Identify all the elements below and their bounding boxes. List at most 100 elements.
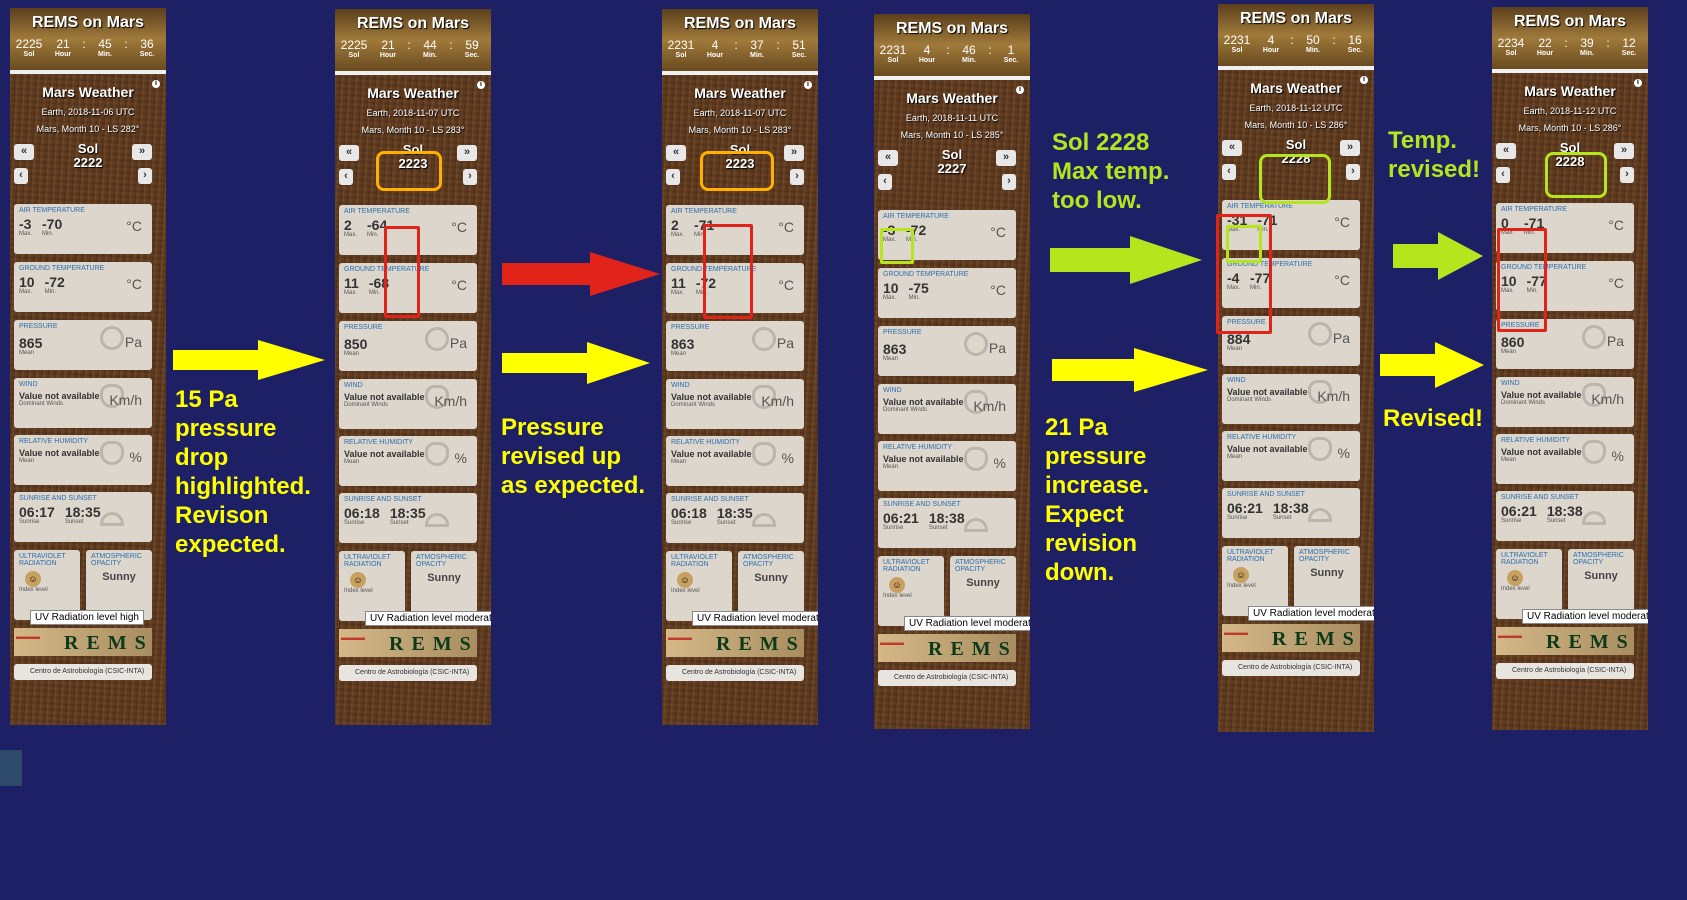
widget-title: REMS on Mars — [31, 14, 144, 31]
sunset-label: Sunset — [716, 520, 736, 526]
centro-astrobiologia-link[interactable]: Centro de Astrobiología (CSIC-INTA) — [14, 664, 152, 680]
panel-sub-label: Mean — [671, 459, 687, 465]
next-small-button[interactable]: › — [463, 169, 477, 185]
sunglasses-icon: ☺ — [350, 572, 366, 588]
prev-sol-button[interactable]: « — [1496, 143, 1516, 159]
prev-sol-button[interactable]: « — [1222, 140, 1242, 156]
panel-label: SUNRISE AND SUNSET — [344, 496, 422, 503]
max-label: Max. — [1227, 285, 1241, 291]
panel-sub-label: Mean — [1501, 457, 1517, 463]
info-icon[interactable]: i — [152, 80, 160, 88]
clock-separator: : — [1290, 33, 1294, 47]
value-not-available: Value not available — [19, 448, 100, 458]
info-icon[interactable]: i — [477, 81, 485, 89]
panel-label: SUNRISE AND SUNSET — [19, 495, 97, 502]
panel-sub-label: Mean — [883, 464, 899, 470]
panel-label: PRESSURE — [19, 323, 58, 330]
prev-sol-button[interactable]: « — [878, 150, 898, 166]
info-icon[interactable]: i — [1016, 86, 1024, 94]
panel-label: ULTRAVIOLET RADIATION — [19, 553, 66, 567]
max-value: 2 — [671, 217, 679, 233]
prev-small-button[interactable]: ‹ — [14, 168, 28, 184]
opacity-value: Sunny — [427, 572, 461, 584]
sunset-label: Sunset — [1546, 518, 1566, 524]
prev-sol-button[interactable]: « — [14, 144, 34, 160]
panel-sub-label: Dominant Winds — [671, 402, 716, 408]
next-sol-button[interactable]: » — [996, 150, 1016, 166]
clock-label: Sec. — [1003, 57, 1019, 64]
prev-small-button[interactable]: ‹ — [878, 174, 892, 190]
flags-icon: ▬▬▬ — [1224, 628, 1248, 637]
next-small-button[interactable]: › — [1002, 174, 1016, 190]
windsock-icon — [100, 384, 124, 408]
mean-label: Mean — [1501, 349, 1517, 355]
next-sol-button[interactable]: » — [132, 144, 152, 160]
next-sol-button[interactable]: » — [784, 145, 804, 161]
sol-number: 2223 — [725, 156, 755, 171]
next-small-button[interactable]: › — [790, 169, 804, 185]
centro-astrobiologia-link[interactable]: Centro de Astrobiología (CSIC-INTA) — [1496, 663, 1634, 679]
panel-label: WIND — [344, 382, 363, 389]
info-icon[interactable]: i — [1634, 79, 1642, 87]
clock-value: 2231 — [1223, 33, 1251, 47]
prev-small-button[interactable]: ‹ — [1222, 164, 1236, 180]
panel-unit: % — [1337, 445, 1350, 461]
clock-value: 45 — [98, 37, 112, 51]
centro-astrobiologia-link[interactable]: Centro de Astrobiología (CSIC-INTA) — [666, 665, 804, 681]
sunrise-label: Sunrise — [671, 520, 692, 526]
panel-unit: Km/h — [434, 393, 467, 409]
mars-weather-title: Mars Weather — [1524, 83, 1616, 99]
gauge-icon — [425, 327, 449, 351]
panel-unit: % — [454, 450, 467, 466]
next-small-button[interactable]: › — [1346, 164, 1360, 180]
panel-label: SUNRISE AND SUNSET — [883, 501, 961, 508]
min-label: Min. — [42, 231, 54, 237]
rems-logo-text: REMS — [716, 633, 806, 655]
centro-astrobiologia-link[interactable]: Centro de Astrobiología (CSIC-INTA) — [878, 670, 1016, 686]
next-sol-button[interactable]: » — [457, 145, 477, 161]
clock-label: Sec. — [1347, 47, 1363, 54]
sunset-value: 18:38 — [928, 510, 965, 526]
highlight-min-temps-b — [703, 224, 753, 319]
widget-title: REMS on Mars — [356, 15, 469, 32]
next-small-button[interactable]: › — [138, 168, 152, 184]
panel-label: RELATIVE HUMIDITY — [883, 444, 953, 451]
next-small-button[interactable]: › — [1620, 167, 1634, 183]
gauge-icon — [1582, 325, 1606, 349]
next-sol-button[interactable]: » — [1340, 140, 1360, 156]
rems-logo-text: REMS — [928, 638, 1018, 660]
next-sol-button[interactable]: » — [1614, 143, 1634, 159]
prev-small-button[interactable]: ‹ — [1496, 167, 1510, 183]
panel-label: ULTRAVIOLET RADIATION — [883, 559, 930, 573]
clock-separator: : — [946, 43, 950, 57]
centro-astrobiologia-link[interactable]: Centro de Astrobiología (CSIC-INTA) — [1222, 660, 1360, 676]
prev-small-button[interactable]: ‹ — [666, 169, 680, 185]
uv-panel: ULTRAVIOLET RADIATION☺Index level — [339, 551, 405, 621]
prev-sol-button[interactable]: « — [339, 145, 359, 161]
flags-icon: ▬▬▬ — [668, 633, 692, 642]
panel-label: ATMOSPHERIC OPACITY — [955, 559, 1006, 573]
prev-small-button[interactable]: ‹ — [339, 169, 353, 185]
centro-astrobiologia-link[interactable]: Centro de Astrobiología (CSIC-INTA) — [339, 665, 477, 681]
clock-value: 36 — [140, 37, 154, 51]
prev-sol-button[interactable]: « — [666, 145, 686, 161]
panel-label: AIR TEMPERATURE — [671, 208, 737, 215]
windows-start-icon[interactable] — [0, 750, 22, 786]
info-icon[interactable]: i — [1360, 76, 1368, 84]
info-icon[interactable]: i — [804, 81, 812, 89]
min-value: -64 — [367, 217, 388, 233]
gauge-icon — [1308, 322, 1332, 346]
panel-sub-label: Mean — [1227, 454, 1243, 460]
clock-label: Hour — [379, 52, 397, 59]
panel-label: RELATIVE HUMIDITY — [671, 439, 741, 446]
mean-label: Mean — [883, 356, 899, 362]
